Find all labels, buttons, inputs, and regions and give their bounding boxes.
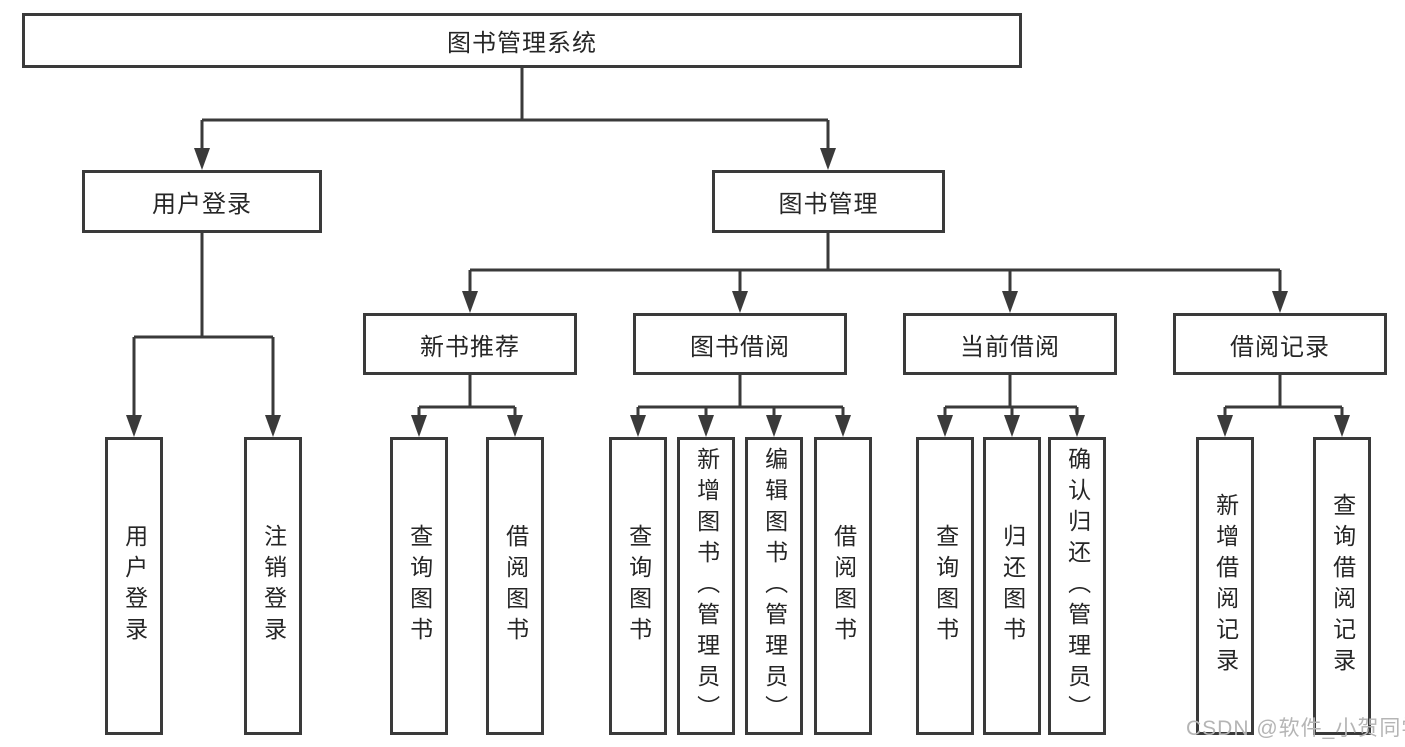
leaf-borrowing-borrow-books-label: 借阅图书 [830,524,857,648]
leaf-records-add-record-label: 新增借阅记录 [1212,493,1239,679]
leaf-current-query-books: 查询图书 [916,437,974,735]
connector-user-login-split [132,233,275,419]
leaf-current-return-books: 归还图书 [983,437,1041,735]
leaf-logout-label: 注销登录 [260,524,287,648]
leaf-borrowing-edit-books-admin: 编辑图书（管理员） [745,437,803,735]
leaf-records-query-record: 查询借阅记录 [1313,437,1371,735]
connector-book-management-split [468,233,1282,295]
leaf-recommend-query-books-label: 查询图书 [406,524,433,648]
connector-book-borrowing-split [636,375,845,419]
node-book-management: 图书管理 [712,170,945,233]
node-library-management-system: 图书管理系统 [22,13,1022,68]
leaf-recommend-borrow-books-label: 借阅图书 [502,524,529,648]
csdn-watermark: CSDN @软件_小贺同学 [1186,717,1405,740]
leaf-recommend-borrow-books: 借阅图书 [486,437,544,735]
node-current-borrowing: 当前借阅 [903,313,1117,375]
leaf-logout: 注销登录 [244,437,302,735]
leaf-recommend-query-books: 查询图书 [390,437,448,735]
leaf-records-query-record-label: 查询借阅记录 [1329,493,1356,679]
leaf-borrowing-add-books-admin: 新增图书（管理员） [677,437,735,735]
leaf-borrowing-add-books-admin-label: 新增图书（管理员） [693,446,720,726]
node-book-borrowing: 图书借阅 [633,313,847,375]
leaf-user-login: 用户登录 [105,437,163,735]
node-new-book-recommend: 新书推荐 [363,313,577,375]
leaf-records-add-record: 新增借阅记录 [1196,437,1254,735]
leaf-borrowing-borrow-books: 借阅图书 [814,437,872,735]
leaf-borrowing-query-books: 查询图书 [609,437,667,735]
leaf-current-confirm-return-admin-label: 确认归还（管理员） [1064,446,1091,726]
leaf-user-login-label: 用户登录 [121,524,148,648]
connector-borrowing-records-split [1223,375,1344,419]
node-borrowing-records: 借阅记录 [1173,313,1387,375]
leaf-current-query-books-label: 查询图书 [932,524,959,648]
node-user-login: 用户登录 [82,170,322,233]
connector-current-borrowing-split [943,375,1079,419]
arrowheads [126,148,1350,437]
leaf-current-return-books-label: 归还图书 [999,524,1026,648]
leaf-borrowing-query-books-label: 查询图书 [625,524,652,648]
leaf-borrowing-edit-books-admin-label: 编辑图书（管理员） [761,446,788,726]
connector-new-book-recommend-split [417,375,517,419]
leaf-current-confirm-return-admin: 确认归还（管理员） [1048,437,1106,735]
connector-root-to-level2 [200,68,830,152]
